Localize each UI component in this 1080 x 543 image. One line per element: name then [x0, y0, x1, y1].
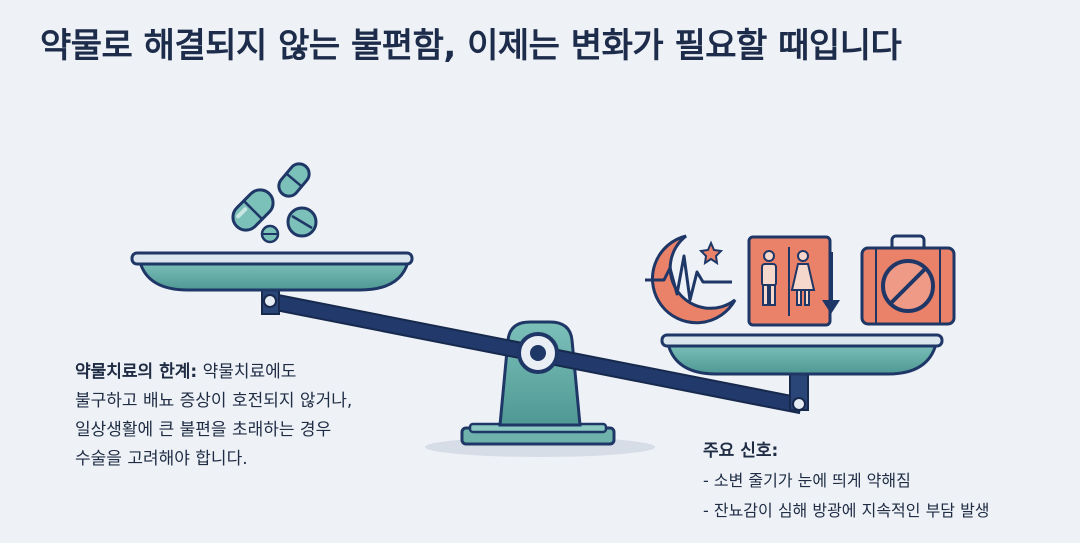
medication-limits-line-4: 수술을 고려해야 합니다.: [75, 449, 248, 469]
restroom-down-icon: [747, 235, 840, 327]
blocked-suitcase-icon: [860, 234, 956, 326]
main-signals-heading: 주요 신호:: [703, 441, 779, 461]
main-signals-text: 주요 신호: - 소변 줄기가 눈에 띄게 약해짐 - 잔뇨감이 심해 방광에 …: [703, 436, 1073, 526]
signal-item: - 소변 줄기가 눈에 띄게 약해짐: [703, 471, 911, 490]
scale-pivot: [517, 332, 559, 374]
medication-limits-line-2: 불구하고 배뇨 증상이 호전되지 않거나,: [75, 391, 353, 411]
moon-star-sleep-icon: [645, 234, 737, 325]
signal-item: - 잔뇨감이 심해 방광에 지속적인 부담 발생: [703, 501, 990, 520]
medication-limits-line-1: 약물치료에도: [197, 362, 297, 382]
page-title: 약물로 해결되지 않는 불편함, 이제는 변화가 필요할 때입니다: [40, 26, 902, 66]
pill-icon: [231, 162, 318, 244]
medication-limits-line-3: 일상생활에 큰 불편을 초래하는 경우: [75, 420, 332, 440]
medication-limits-heading: 약물치료의 한계:: [75, 362, 198, 382]
medication-limits-text: 약물치료의 한계: 약물치료에도 불구하고 배뇨 증상이 호전되지 않거나, 일…: [75, 358, 415, 474]
right-pan: [660, 333, 944, 376]
right-hanger: [789, 371, 809, 411]
left-pan: [130, 251, 414, 292]
